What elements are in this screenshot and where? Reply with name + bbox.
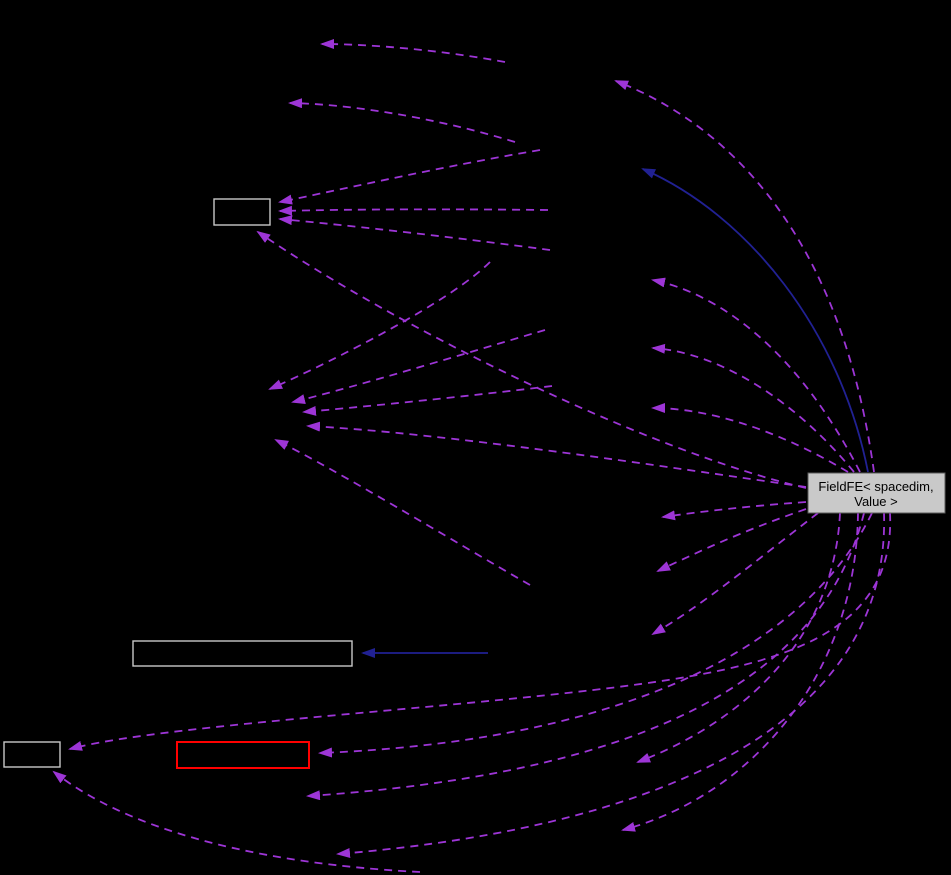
usage-edge-to-box-a-bottom bbox=[256, 230, 807, 489]
usage-edge-bottom-left-2 bbox=[336, 512, 885, 858]
node-box-top-left[interactable] bbox=[213, 198, 271, 226]
usage-edge-top-2 bbox=[288, 98, 516, 143]
node-box-small-left[interactable] bbox=[3, 741, 61, 768]
usage-edge-mid-right-6 bbox=[651, 512, 819, 636]
usage-edge-cluster-2 bbox=[291, 329, 546, 404]
node-box-long[interactable] bbox=[132, 640, 353, 667]
usage-edge-to-box-a-3 bbox=[278, 215, 551, 251]
usage-edge-mid-right-4 bbox=[661, 501, 807, 521]
usage-edge-cluster-4 bbox=[306, 421, 807, 488]
usage-edge-top-1 bbox=[320, 39, 506, 63]
usage-edge-to-small-box-right bbox=[68, 512, 891, 751]
center-node-label-line2: Value > bbox=[854, 494, 898, 509]
usage-edge-to-small-box-bottom bbox=[52, 770, 421, 873]
usage-edge-mid-right-3 bbox=[651, 403, 849, 473]
usage-edge-bottom-right-2 bbox=[621, 512, 859, 832]
usage-edge-mid-right-5 bbox=[656, 508, 807, 572]
inheritance-edges bbox=[361, 168, 869, 658]
usage-edge-cluster-3 bbox=[302, 385, 553, 416]
center-node-box bbox=[807, 472, 946, 514]
usage-edge-arc-top-right bbox=[614, 80, 875, 473]
center-node: FieldFE< spacedim, Value > bbox=[807, 472, 946, 514]
usage-edge-bottom-right-1 bbox=[636, 512, 841, 763]
usage-edges bbox=[52, 39, 891, 873]
usage-edge-cluster-5 bbox=[274, 439, 531, 586]
node-box-truncated-red[interactable] bbox=[176, 741, 310, 769]
center-node-label-line1: FieldFE< spacedim, bbox=[818, 479, 933, 494]
usage-edge-bottom-left-1 bbox=[306, 512, 865, 801]
usage-edge-mid-right-1 bbox=[651, 277, 861, 473]
usage-edge-to-box-a-1 bbox=[278, 149, 541, 205]
usage-edge-cluster-1 bbox=[268, 261, 491, 390]
usage-edge-to-red-box bbox=[318, 512, 873, 758]
inheritance-edge-center-to-base bbox=[641, 168, 869, 473]
usage-edge-to-box-a-2 bbox=[278, 205, 549, 216]
graph-nodes: FieldFE< spacedim, Value > bbox=[3, 198, 946, 769]
